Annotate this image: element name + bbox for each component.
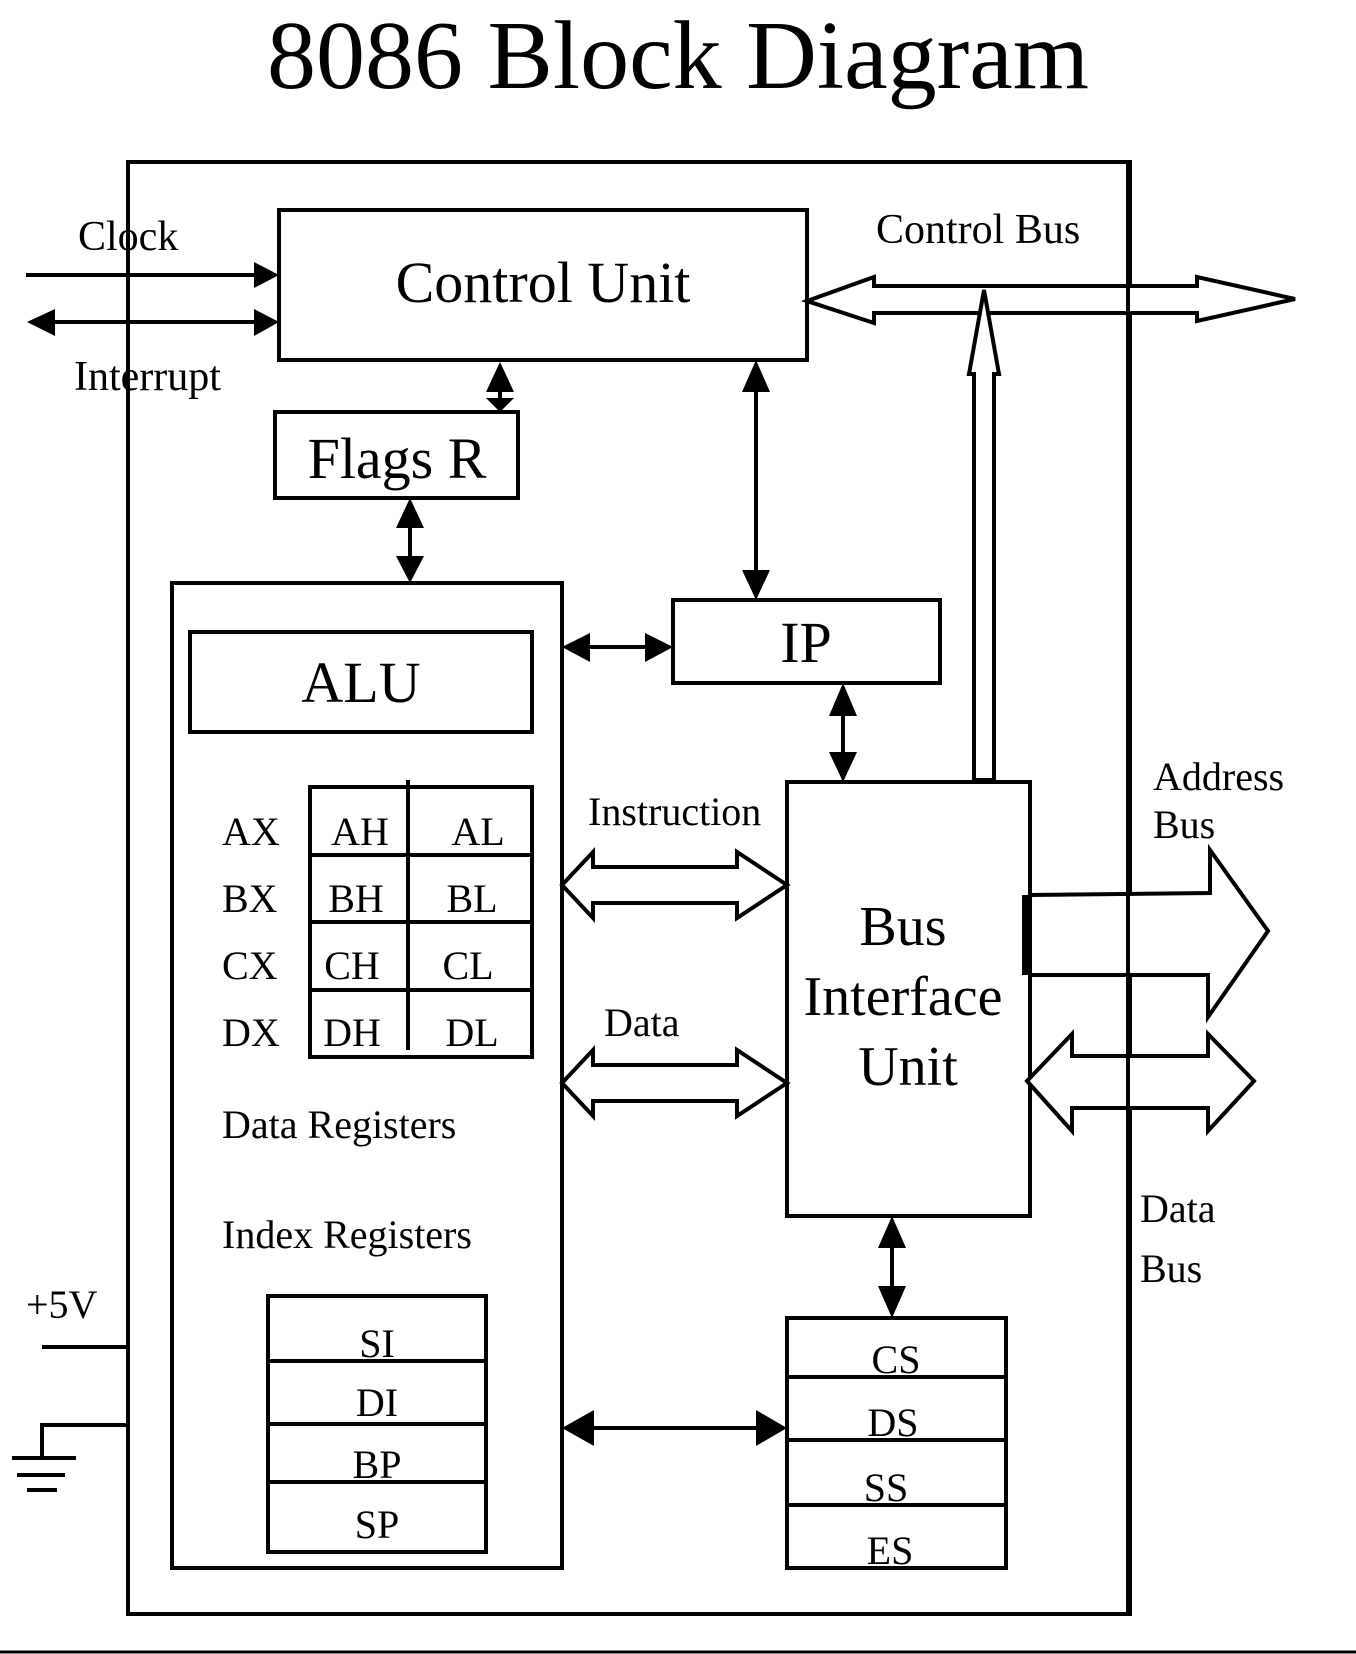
register-es: ES bbox=[867, 1528, 914, 1573]
register-al: AL bbox=[451, 809, 504, 854]
register-bp: BP bbox=[353, 1442, 402, 1487]
ip-label: IP bbox=[780, 610, 832, 675]
alu-label: ALU bbox=[301, 650, 420, 715]
ip-biu-link bbox=[829, 683, 857, 782]
register-cl: CL bbox=[442, 943, 493, 988]
control-unit-label: Control Unit bbox=[396, 250, 691, 315]
index-registers-label: Index Registers bbox=[222, 1212, 472, 1257]
register-name-dx: DX bbox=[222, 1010, 280, 1055]
power-label: +5V bbox=[26, 1282, 98, 1327]
eu-ip-link bbox=[562, 633, 673, 662]
biu-label-line3: Unit bbox=[858, 1036, 958, 1098]
data-registers-label: Data Registers bbox=[222, 1102, 456, 1147]
external-data-bus: Data Bus bbox=[1024, 1029, 1257, 1291]
register-ch: CH bbox=[324, 943, 380, 988]
flags-label: Flags R bbox=[308, 426, 487, 491]
biu-label-line1: Bus bbox=[859, 896, 946, 958]
register-name-ax: AX bbox=[222, 809, 280, 854]
index-register-stack: SI DI BP SP bbox=[266, 1294, 488, 1554]
eu-segment-link bbox=[562, 1410, 787, 1446]
clock-label: Clock bbox=[78, 214, 178, 260]
flags-register-block: Flags R bbox=[273, 410, 520, 500]
register-si: SI bbox=[359, 1321, 395, 1366]
arrow-head-icon bbox=[254, 309, 279, 336]
data-label: Data bbox=[604, 1000, 680, 1045]
ip-block: IP bbox=[671, 598, 942, 685]
data-bus-label-line1: Data bbox=[1140, 1186, 1216, 1231]
register-ah: AH bbox=[331, 809, 389, 854]
address-bus-label-line1: Address bbox=[1153, 754, 1284, 799]
register-dh: DH bbox=[323, 1010, 381, 1055]
cu-flags-link bbox=[486, 362, 514, 412]
register-di: DI bbox=[356, 1380, 398, 1425]
data-bus-label-line2: Bus bbox=[1140, 1246, 1202, 1291]
address-bus: Address Bus bbox=[1022, 754, 1284, 1024]
internal-data-bus: Data bbox=[559, 1000, 791, 1122]
clock-signal: Clock bbox=[26, 214, 279, 288]
flags-alu-link bbox=[396, 498, 424, 583]
biu-label-line2: Interface bbox=[804, 966, 1003, 1028]
arrow-head-icon bbox=[254, 262, 279, 288]
instruction-bus: Instruction bbox=[559, 789, 791, 924]
register-ds: DS bbox=[867, 1400, 918, 1445]
biu-segment-link bbox=[878, 1216, 906, 1318]
diagram-title: 8086 Block Diagram bbox=[267, 2, 1089, 110]
register-cs: CS bbox=[872, 1337, 921, 1382]
segment-register-stack: CS DS SS ES bbox=[785, 1316, 1008, 1573]
execution-unit-block bbox=[170, 581, 564, 1570]
interrupt-label: Interrupt bbox=[74, 354, 221, 400]
control-bus-label: Control Bus bbox=[876, 207, 1080, 253]
register-ss: SS bbox=[864, 1465, 909, 1510]
arrow-head-icon bbox=[27, 309, 55, 336]
instruction-label: Instruction bbox=[588, 789, 761, 834]
register-dl: DL bbox=[445, 1010, 498, 1055]
ground-icon bbox=[12, 1423, 128, 1492]
cu-ip-link bbox=[742, 360, 770, 600]
register-bl: BL bbox=[446, 876, 497, 921]
data-register-grid: AX BX CX DX AH BH CH DH AL BL CL DL bbox=[222, 780, 534, 1059]
register-name-cx: CX bbox=[222, 943, 278, 988]
bus-interface-unit-block: Bus Interface Unit bbox=[785, 780, 1032, 1218]
register-bh: BH bbox=[328, 876, 384, 921]
control-unit-block: Control Unit bbox=[277, 208, 809, 362]
alu-block: ALU bbox=[188, 630, 534, 734]
interrupt-signal: Interrupt bbox=[27, 309, 279, 400]
power-supply: +5V bbox=[26, 1282, 128, 1349]
address-bus-label-line2: Bus bbox=[1153, 802, 1215, 847]
register-name-bx: BX bbox=[222, 876, 278, 921]
control-bus: Control Bus bbox=[800, 207, 1296, 782]
register-sp: SP bbox=[355, 1502, 400, 1547]
